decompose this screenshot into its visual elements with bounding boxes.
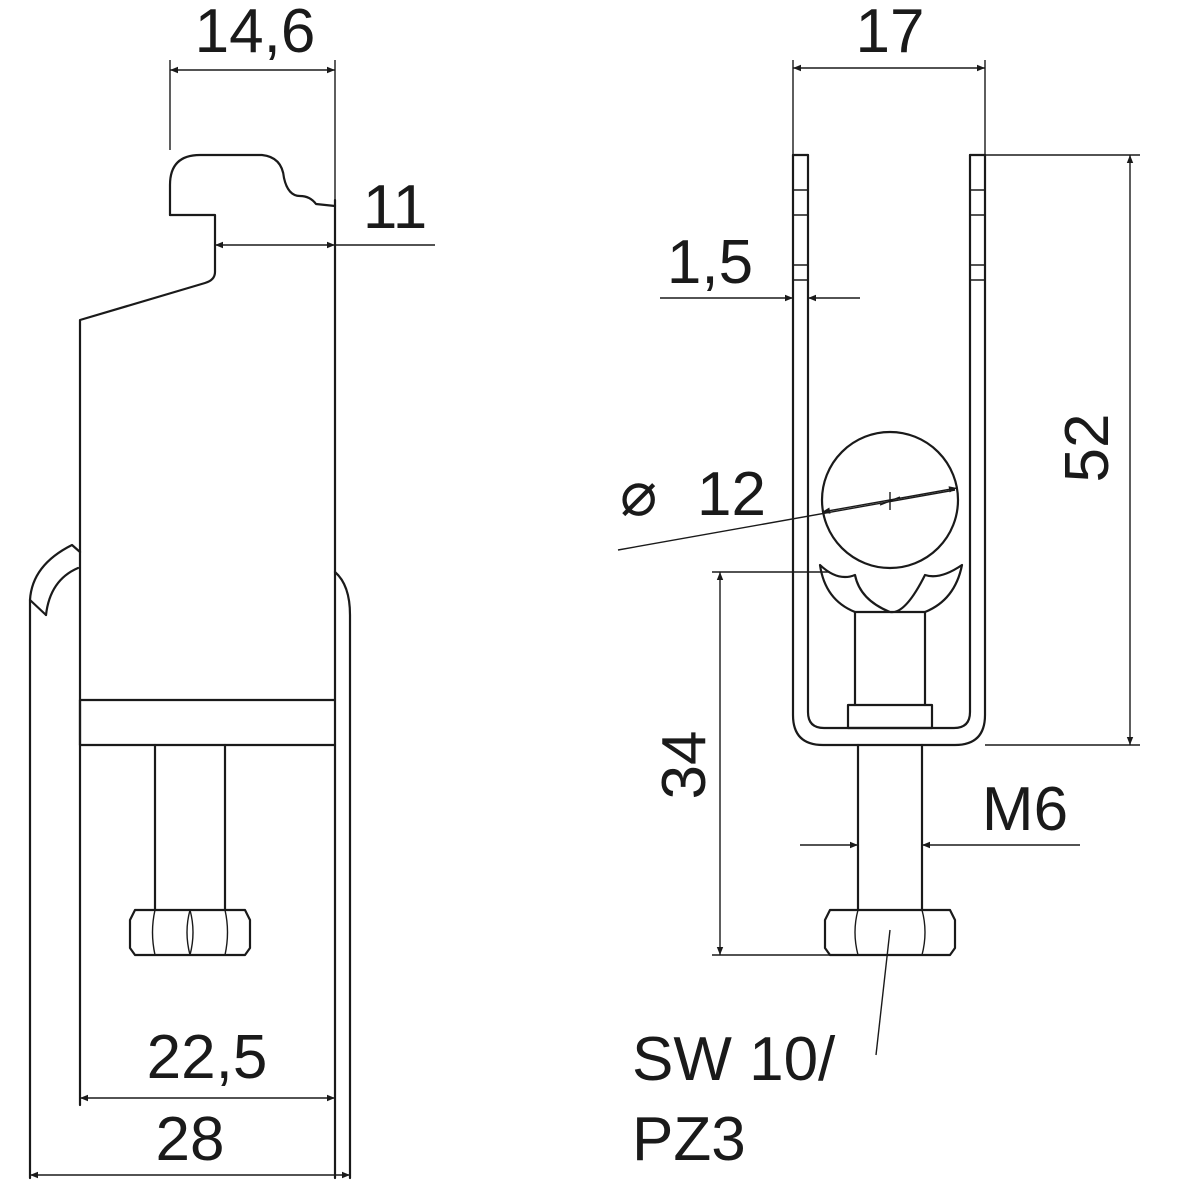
- left-dimensions: 14,6 11 22,5 28: [30, 0, 435, 1179]
- dim-14-6: 14,6: [195, 0, 316, 66]
- cable-circle: [820, 430, 960, 570]
- front-view-clip: [791, 153, 987, 957]
- dim-11: 11: [363, 173, 427, 242]
- dim-52: 52: [1053, 414, 1122, 483]
- dim-m6: M6: [982, 775, 1068, 844]
- right-dimensions: 17 1,5 ⌀ 12 52 34 M6 SW 10/ PZ3: [617, 0, 1140, 1174]
- dim-diameter-symbol: ⌀: [620, 460, 657, 529]
- dim-1-5: 1,5: [667, 228, 753, 297]
- side-view-clip: [28, 153, 352, 1180]
- dim-22-5: 22,5: [147, 1023, 268, 1092]
- dim-12: 12: [697, 460, 766, 529]
- label-pz3: PZ3: [632, 1105, 746, 1174]
- dim-28: 28: [156, 1105, 225, 1174]
- dim-17: 17: [856, 0, 925, 66]
- label-sw10: SW 10/: [632, 1025, 836, 1094]
- dim-34: 34: [650, 731, 719, 800]
